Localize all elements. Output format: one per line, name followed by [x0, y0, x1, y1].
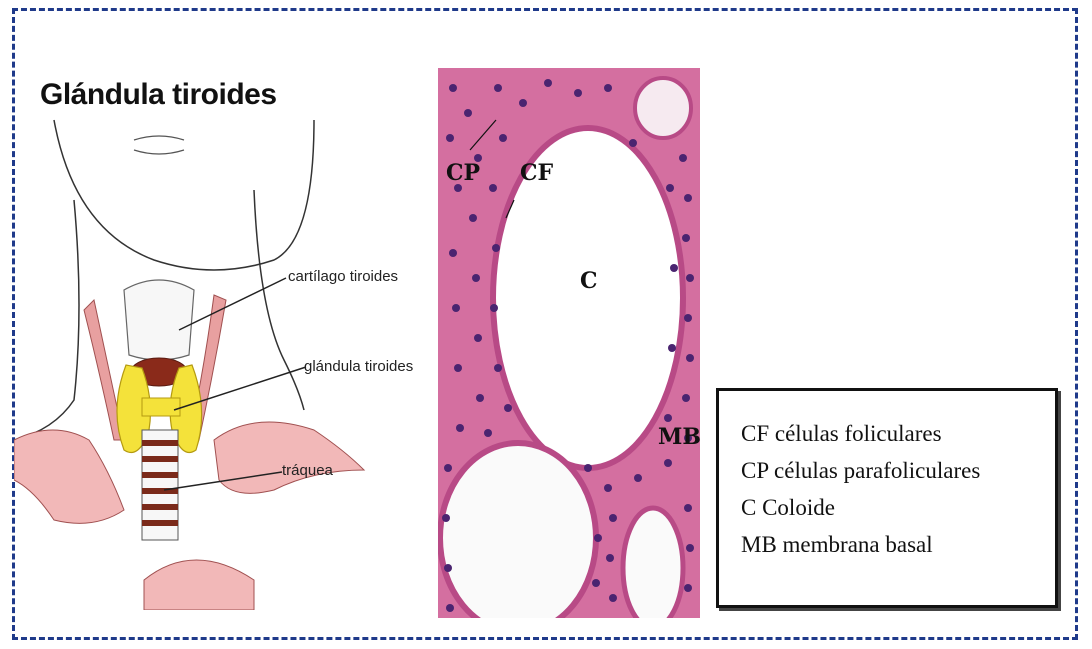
label-colloid: C: [580, 268, 598, 294]
label-mb: MB: [658, 424, 701, 450]
legend-item: CF células foliculares: [741, 415, 1055, 452]
histology-micrograph: [438, 68, 700, 618]
label-cf: CF: [520, 160, 553, 186]
legend-item: CP células parafoliculares: [741, 452, 1055, 489]
page-title: Glándula tiroides: [40, 78, 277, 112]
label-gland: glándula tiroides: [304, 358, 413, 375]
legend-box: CF células foliculares CP células parafo…: [716, 388, 1058, 608]
legend-item: C Coloide: [741, 489, 1055, 526]
label-cp: CP: [446, 160, 480, 186]
legend-item: MB membrana basal: [741, 526, 1055, 563]
label-cartilage: cartílago tiroides: [288, 268, 398, 285]
label-trachea: tráquea: [282, 462, 333, 479]
